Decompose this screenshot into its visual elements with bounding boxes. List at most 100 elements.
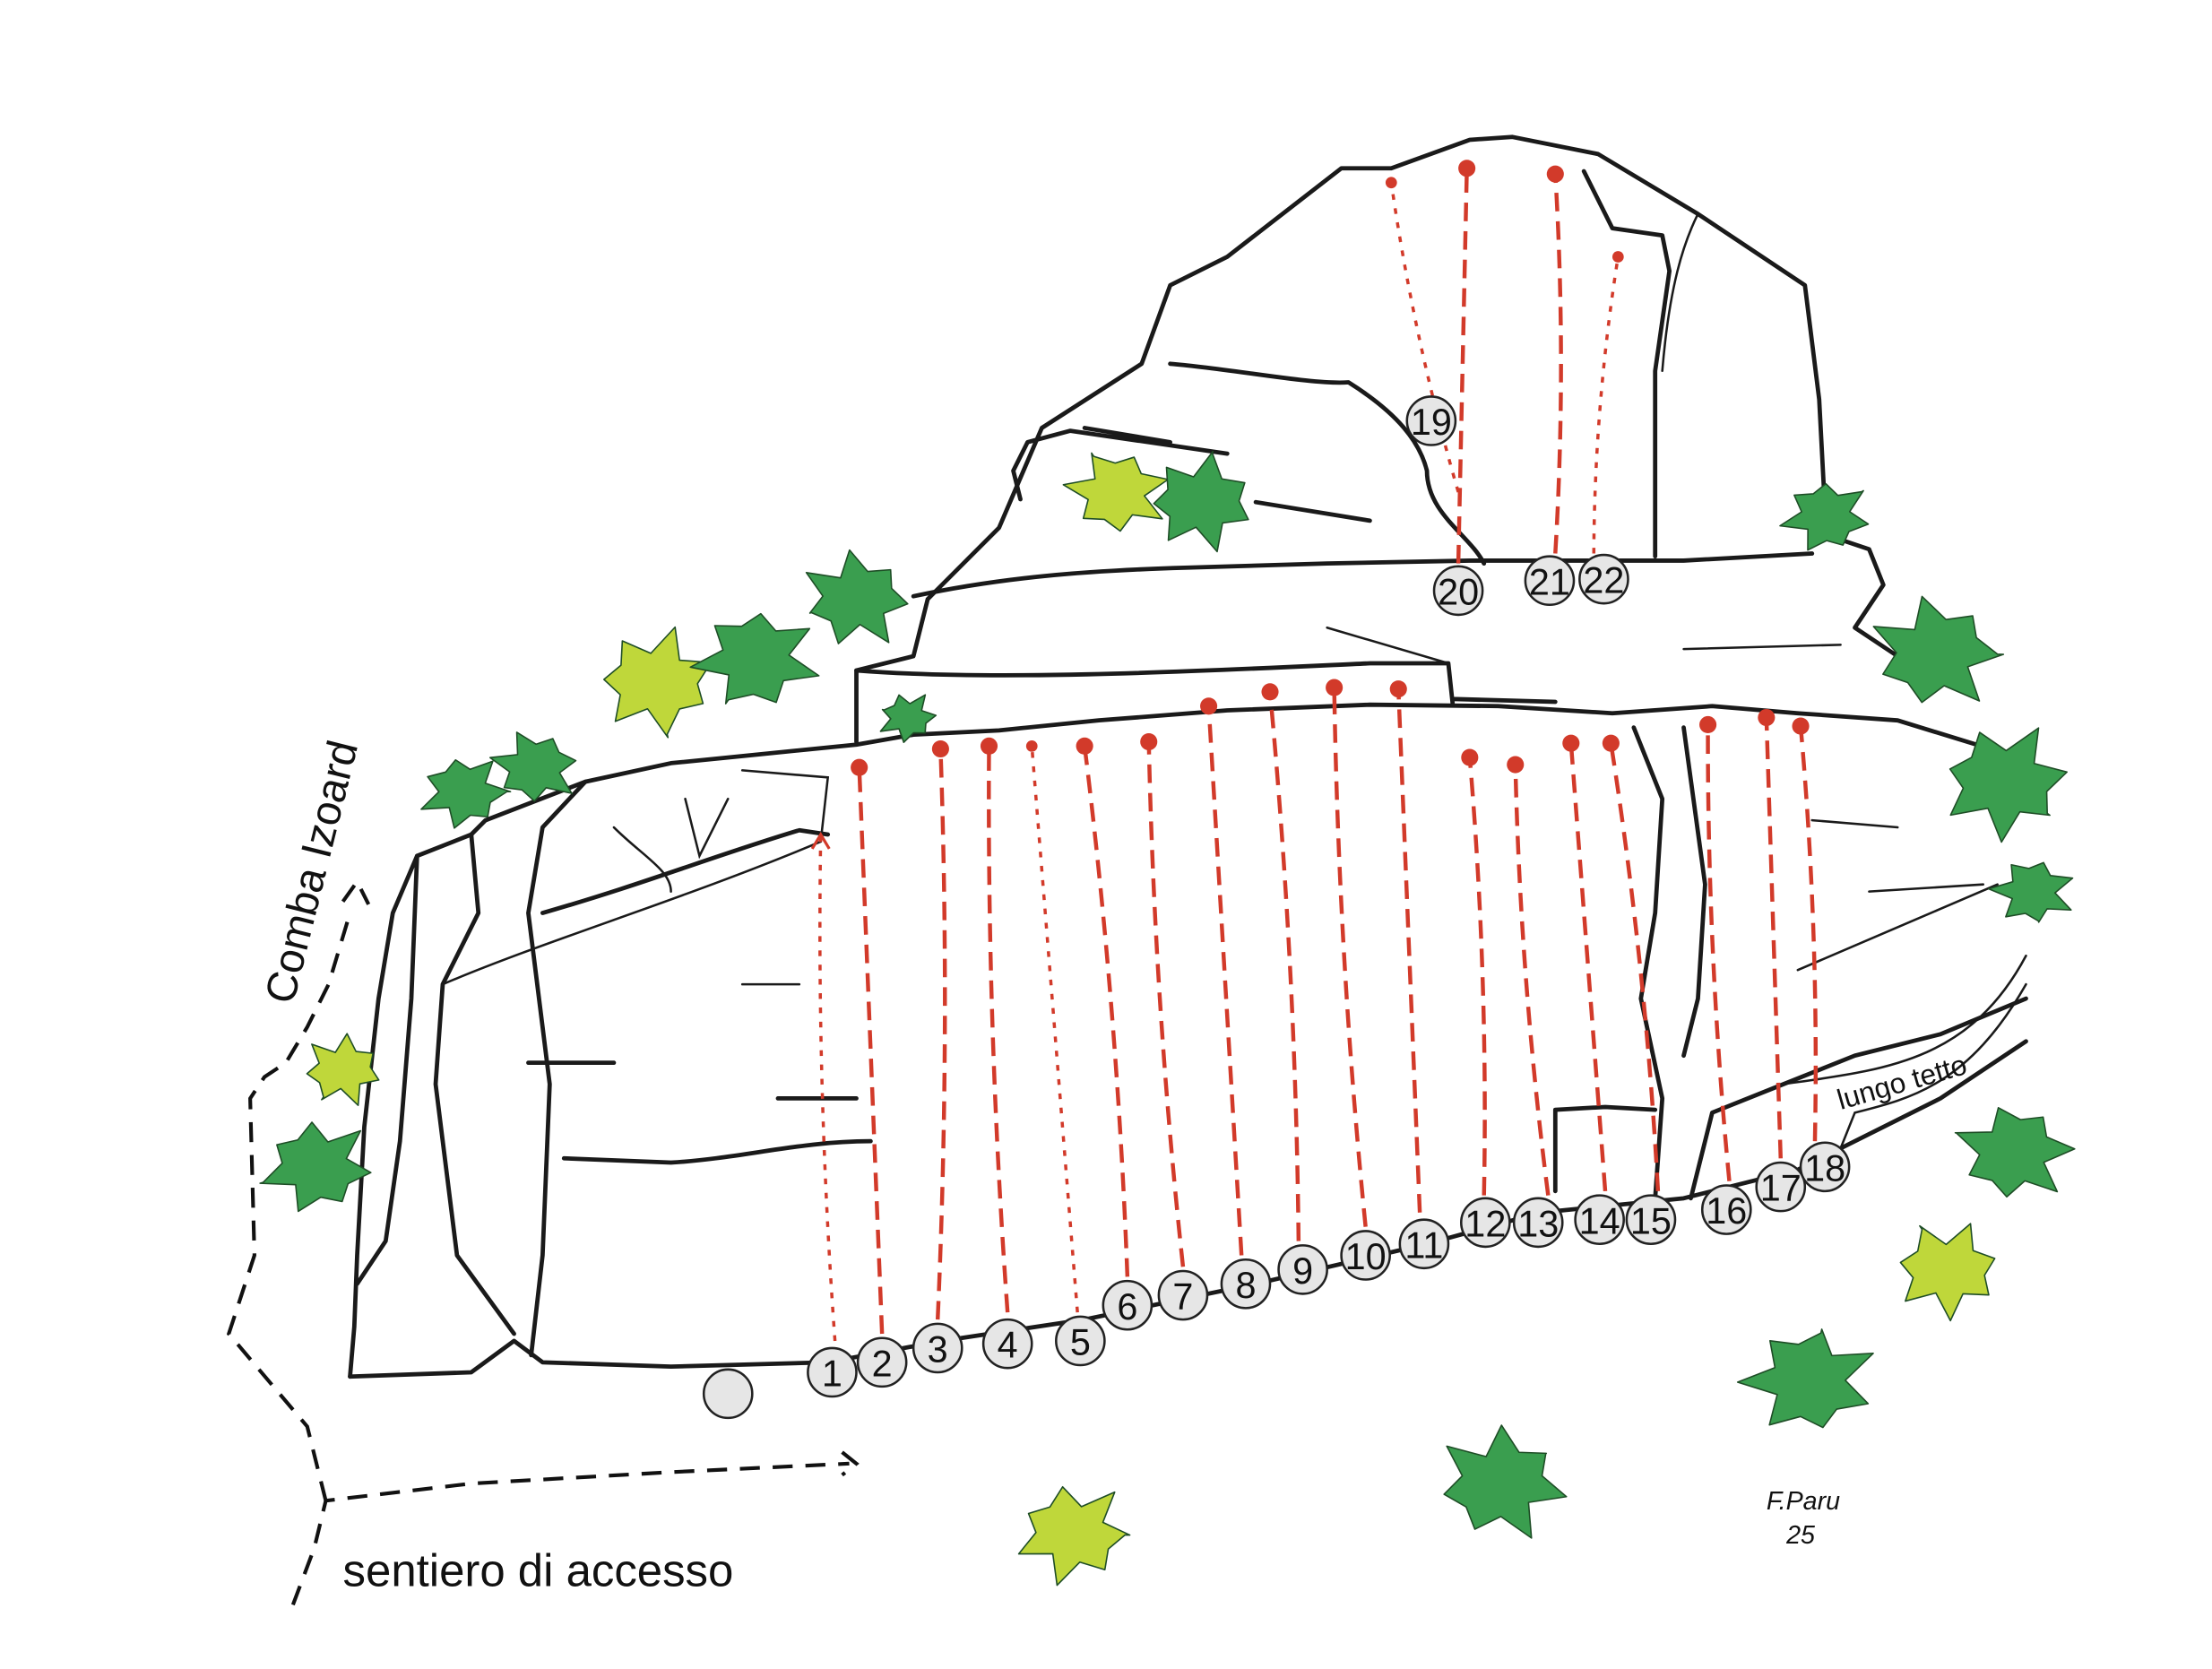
anchor-icon: [1507, 756, 1525, 774]
tree-icon: [1443, 1424, 1568, 1539]
route-number: 21: [1529, 561, 1570, 602]
route-line: [1456, 168, 1469, 564]
route-number-marker: [807, 1346, 858, 1398]
route-number: 7: [1172, 1276, 1193, 1318]
anchor-icon: [1461, 748, 1479, 766]
route-number-marker: [1512, 1197, 1564, 1249]
route-6[interactable]: 6: [1076, 737, 1154, 1331]
route-line: [1332, 687, 1368, 1227]
unnumbered-marker: [702, 1368, 754, 1420]
route-1[interactable]: 1: [807, 831, 858, 1398]
tree-icon: [420, 758, 512, 829]
route-number-marker: [1432, 565, 1484, 617]
route-number-marker: [1700, 1184, 1752, 1235]
route-number: 1: [822, 1353, 842, 1395]
route-number-marker: [1459, 1197, 1511, 1249]
route-number: 5: [1070, 1322, 1091, 1363]
anchor-icon: [1758, 708, 1776, 727]
route-18[interactable]: 18: [1792, 717, 1851, 1193]
access-path: [226, 878, 860, 1606]
route-14[interactable]: 14: [1562, 734, 1625, 1246]
route-7[interactable]: 7: [1140, 733, 1209, 1321]
route-4[interactable]: 4: [980, 737, 1033, 1370]
tree-icon: [1899, 1223, 1996, 1322]
tree-icon: [805, 549, 909, 644]
anchor-icon: [1562, 734, 1580, 752]
anchor-icon: [1602, 734, 1620, 752]
route-number: 16: [1706, 1190, 1747, 1232]
route-line: [1798, 725, 1819, 1142]
route-line: [1467, 757, 1487, 1196]
route-21[interactable]: 21: [1524, 165, 1576, 607]
route-number: 9: [1292, 1250, 1313, 1292]
anchor-icon: [1326, 679, 1344, 696]
route-19[interactable]: 19: [1385, 177, 1460, 493]
route-20[interactable]: 20: [1432, 160, 1484, 617]
sentiero-label: sentiero di accesso: [343, 1545, 734, 1596]
anchor-icon: [1385, 177, 1397, 189]
route-number: 13: [1517, 1203, 1559, 1244]
route-number-marker: [981, 1318, 1033, 1370]
anchor-icon: [1546, 165, 1564, 183]
route-line: [1206, 705, 1244, 1256]
rock-outline: [348, 134, 2028, 1379]
route-number-marker: [1157, 1269, 1209, 1321]
route-number: 14: [1579, 1200, 1620, 1241]
route-5[interactable]: 5: [1025, 739, 1106, 1367]
route-number: 2: [872, 1343, 893, 1384]
route-number: 6: [1117, 1286, 1137, 1327]
anchor-icon: [1699, 715, 1717, 734]
route-line: [1609, 742, 1661, 1191]
route-10[interactable]: 10: [1326, 679, 1391, 1281]
route-number: 20: [1438, 571, 1479, 612]
route-22[interactable]: 22: [1578, 251, 1629, 605]
route-number-marker: [1524, 555, 1576, 607]
route-number-marker: [1102, 1279, 1154, 1331]
route-number: 19: [1411, 402, 1452, 443]
route-number: 22: [1583, 560, 1624, 601]
route-9[interactable]: 9: [1261, 683, 1328, 1295]
anchor-icon: [1261, 683, 1279, 701]
route-line: [1082, 746, 1130, 1277]
route-number-marker: [1055, 1315, 1106, 1367]
route-number: 17: [1760, 1168, 1802, 1209]
tree-icon: [1736, 1328, 1874, 1429]
anchor-icon: [1458, 160, 1476, 177]
tree-icon: [1954, 1106, 2076, 1198]
route-number: 18: [1804, 1147, 1845, 1189]
route-2[interactable]: 2: [851, 758, 908, 1388]
route-number-marker: [1574, 1194, 1625, 1246]
route-number: 4: [998, 1325, 1018, 1366]
tree-icon: [1153, 450, 1249, 553]
arrow-up-icon: [810, 831, 831, 850]
route-number: 12: [1465, 1203, 1506, 1244]
route-11[interactable]: 11: [1389, 680, 1450, 1270]
anchor-icon: [1076, 737, 1093, 755]
route-number-marker: [1799, 1141, 1851, 1193]
route-3[interactable]: 3: [912, 739, 963, 1374]
route-12[interactable]: 12: [1459, 748, 1511, 1249]
tree-icon: [1872, 595, 2005, 704]
route-8[interactable]: 8: [1200, 697, 1272, 1310]
anchor-icon: [1140, 733, 1158, 751]
lungo-tetto-label: lungo tetto: [1834, 1048, 1971, 1116]
tree-icon: [879, 694, 938, 743]
route-line: [935, 748, 947, 1320]
route-line: [1592, 256, 1620, 554]
route-13[interactable]: 13: [1507, 756, 1564, 1249]
route-line: [1267, 691, 1301, 1241]
route-line: [1513, 764, 1551, 1196]
route-number-marker: [856, 1336, 908, 1388]
route-17[interactable]: 17: [1755, 708, 1807, 1213]
anchor-icon: [931, 739, 949, 758]
year-label: 25: [1785, 1521, 1815, 1550]
anchor-icon: [1792, 717, 1810, 735]
route-number-marker: [1340, 1230, 1391, 1281]
anchor-icon: [1611, 251, 1624, 263]
route-number-marker: [1578, 553, 1629, 605]
route-line: [1030, 746, 1079, 1313]
route-15[interactable]: 15: [1602, 734, 1677, 1246]
tree-icon: [603, 626, 713, 739]
route-16[interactable]: 16: [1699, 715, 1752, 1235]
